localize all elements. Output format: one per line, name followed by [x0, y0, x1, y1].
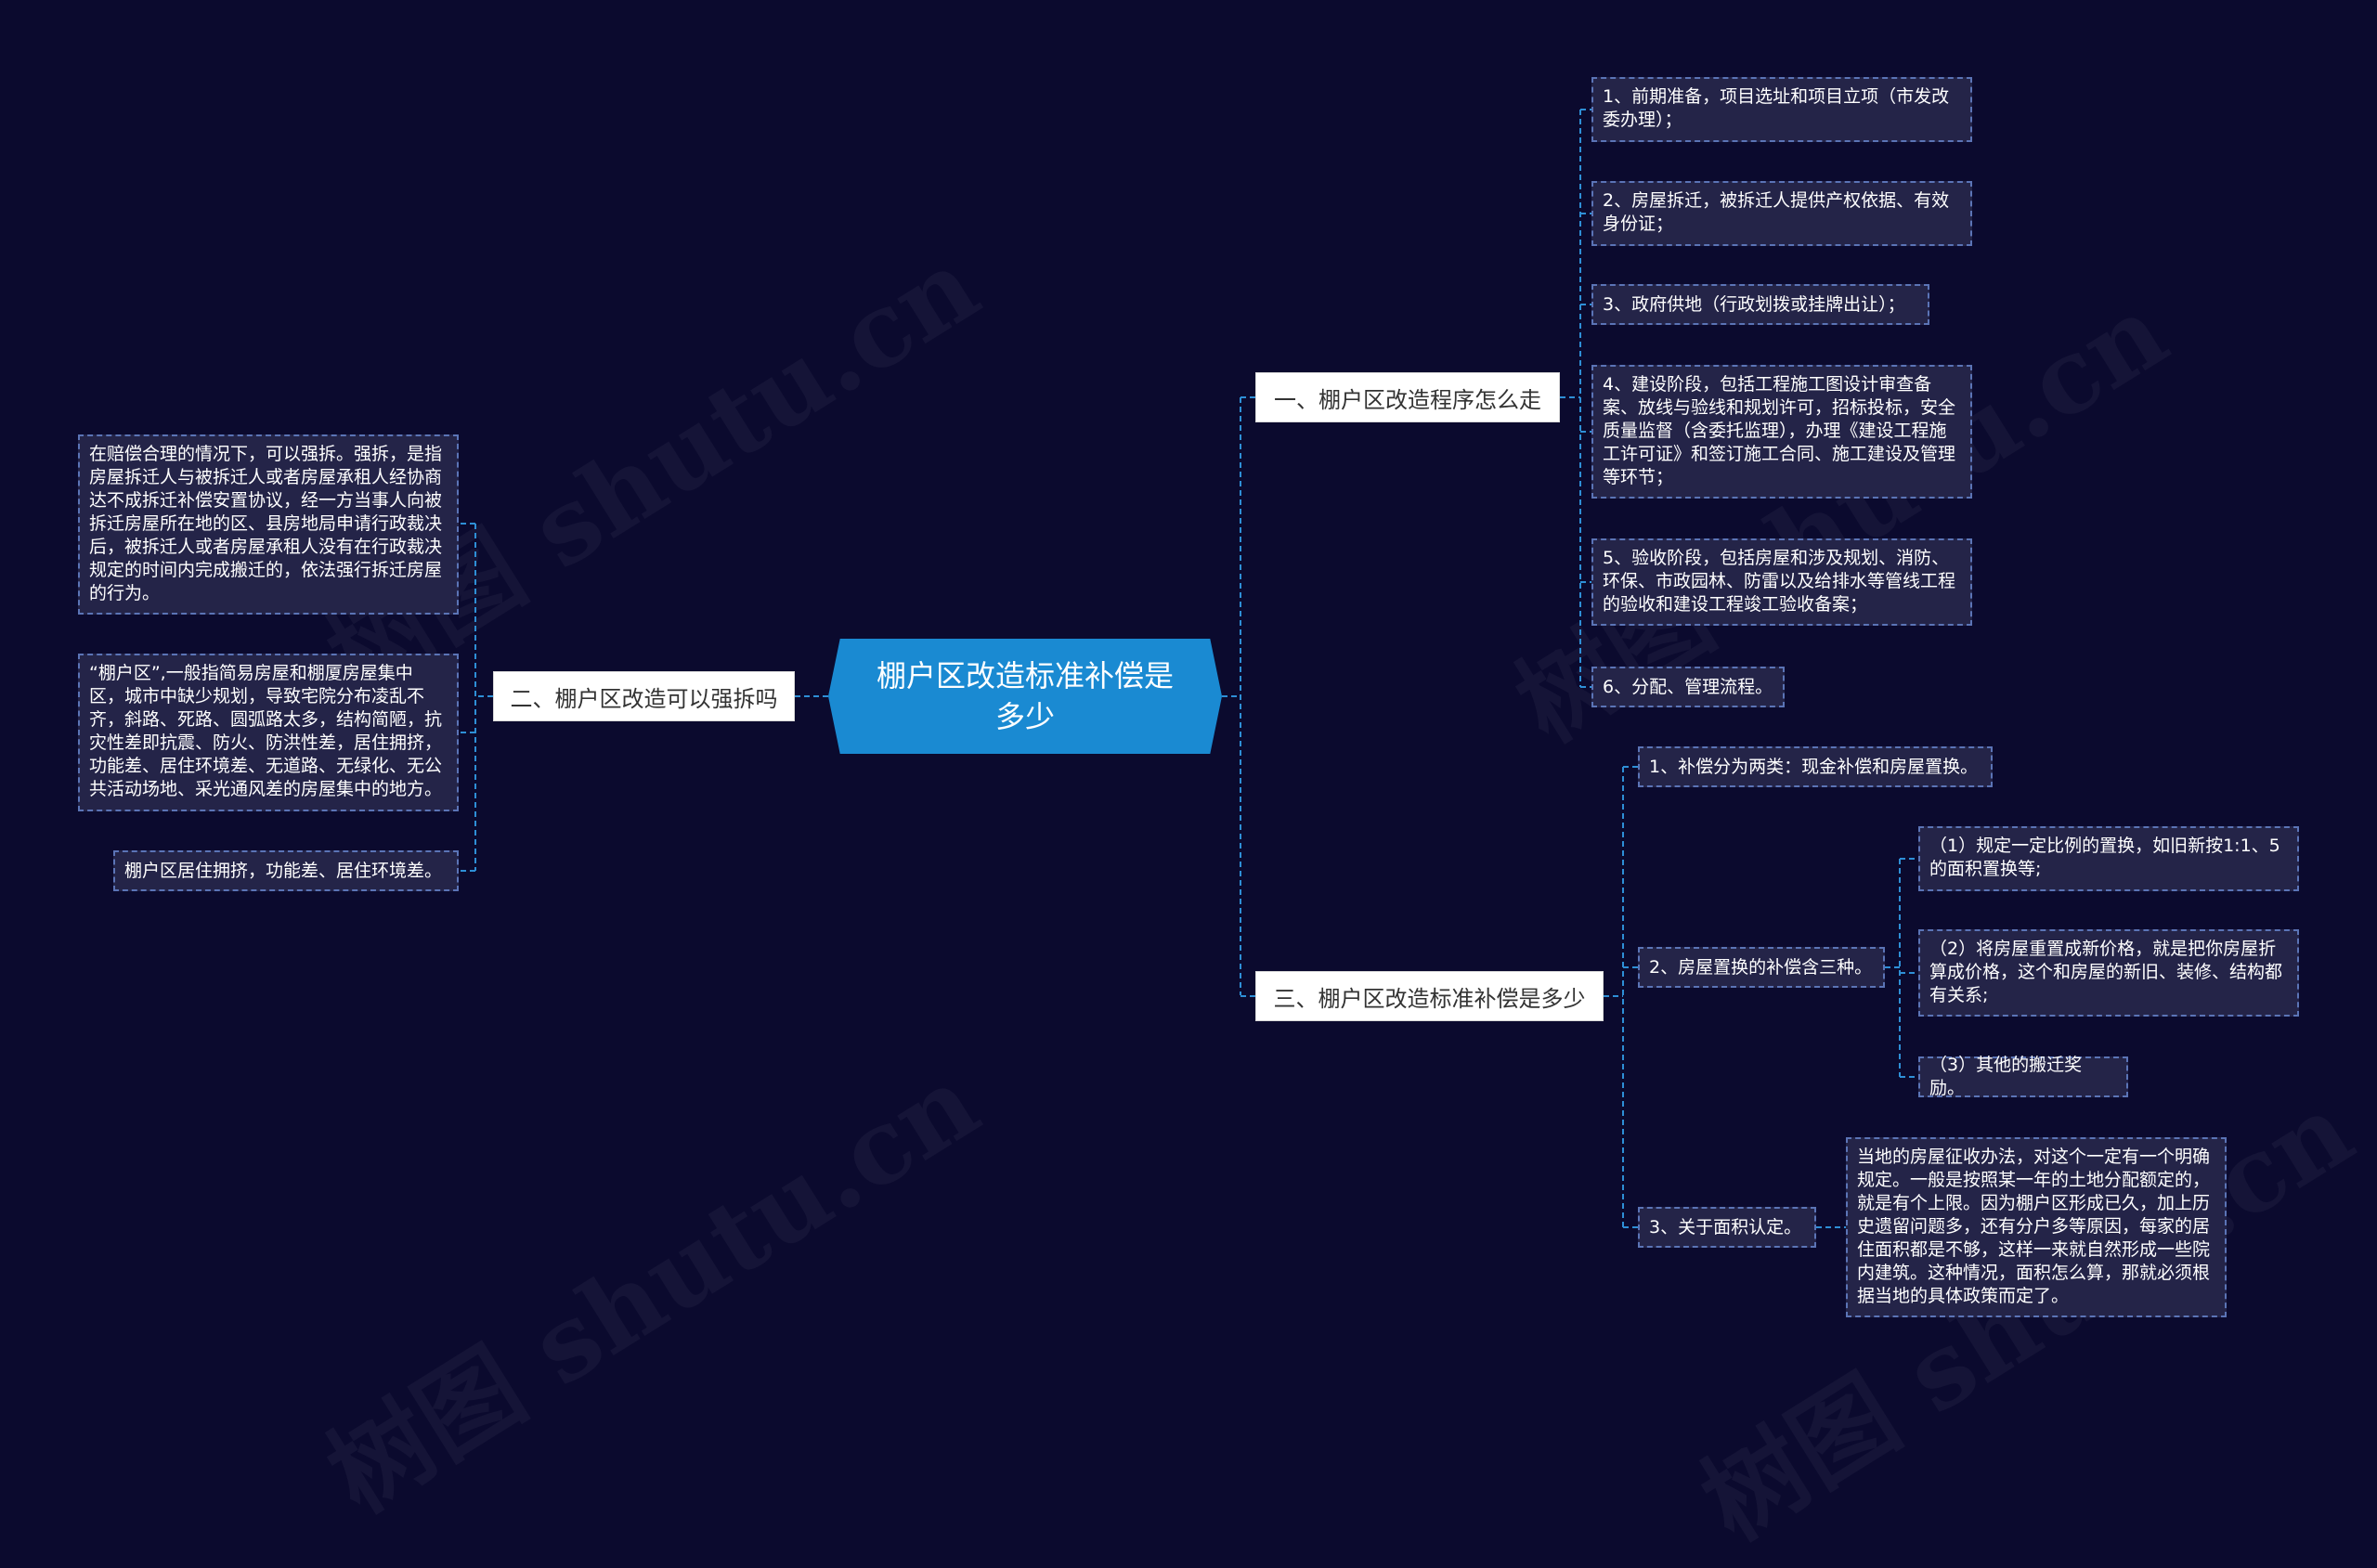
root-topic[interactable]: 棚户区改造标准补偿是多少 [828, 639, 1222, 754]
branch-procedure[interactable]: 一、棚户区改造程序怎么走 [1255, 372, 1560, 422]
compensation-item-2[interactable]: 2、房屋置换的补偿含三种。 [1638, 947, 1885, 988]
mindmap-canvas: 树图 shutu.cn 树图 shutu.cn 树图 shutu.cn 树图 s… [78, 77, 2372, 1563]
area-determination-detail[interactable]: 当地的房屋征收办法，对这个一定有一个明确规定。一般是按照某一年的土地分配额定的，… [1846, 1137, 2227, 1317]
demolition-item-1[interactable]: 在赔偿合理的情况下，可以强拆。强拆，是指房屋拆迁人与被拆迁人或者房屋承租人经协商… [78, 434, 459, 615]
demolition-item-3[interactable]: 棚户区居住拥挤，功能差、居住环境差。 [113, 850, 459, 891]
demolition-item-2[interactable]: “棚户区”,一般指简易房屋和棚厦房屋集中区，城市中缺少规划，导致宅院分布凌乱不齐… [78, 654, 459, 811]
replacement-type-1[interactable]: （1）规定一定比例的置换，如旧新按1:1、5的面积置换等; [1918, 826, 2299, 891]
replacement-type-3[interactable]: （3）其他的搬迁奖励。 [1918, 1055, 2128, 1098]
procedure-item-1[interactable]: 1、前期准备，项目选址和项目立项（市发改委办理）； [1591, 77, 1972, 142]
branch-forced-demolition[interactable]: 二、棚户区改造可以强拆吗 [493, 671, 795, 721]
procedure-item-3[interactable]: 3、政府供地（行政划拨或挂牌出让）； [1591, 284, 1929, 325]
connector-lines [459, 109, 1918, 1228]
replacement-type-2[interactable]: （2）将房屋重置成新价格，就是把你房屋折算成价格，这个和房屋的新旧、装修、结构都… [1918, 929, 2299, 1017]
compensation-item-1[interactable]: 1、补偿分为两类：现金补偿和房屋置换。 [1638, 746, 1993, 787]
compensation-item-3[interactable]: 3、关于面积认定。 [1638, 1207, 1816, 1248]
procedure-item-4[interactable]: 4、建设阶段，包括工程施工图设计审查备案、放线与验线和规划许可，招标投标，安全质… [1591, 365, 1972, 499]
procedure-item-6[interactable]: 6、分配、管理流程。 [1591, 667, 1785, 707]
procedure-item-5[interactable]: 5、验收阶段，包括房屋和涉及规划、消防、环保、市政园林、防雷以及给排水等管线工程… [1591, 538, 1972, 626]
procedure-item-2[interactable]: 2、房屋拆迁，被拆迁人提供产权依据、有效身份证； [1591, 181, 1972, 246]
branch-compensation-standard[interactable]: 三、棚户区改造标准补偿是多少 [1255, 971, 1604, 1021]
